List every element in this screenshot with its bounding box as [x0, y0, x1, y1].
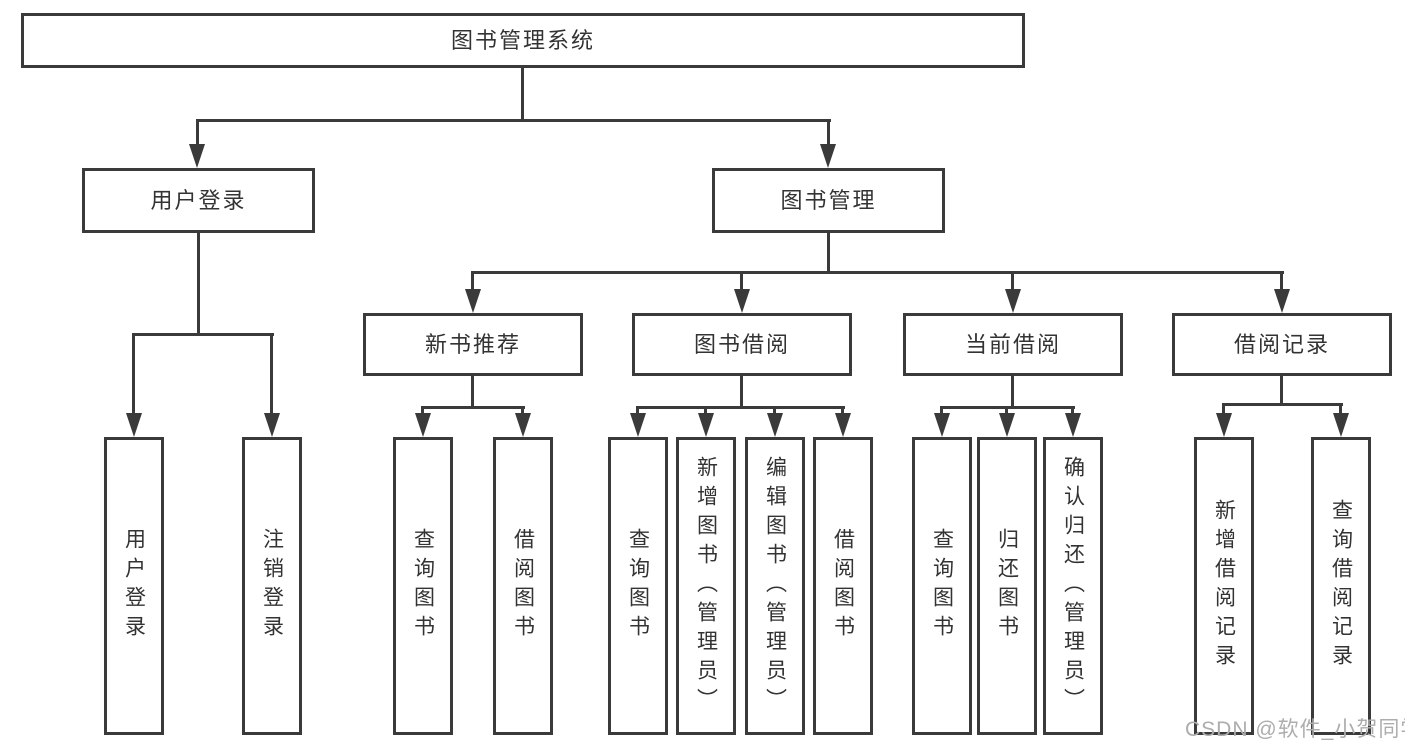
connector-stem-book-borrow [740, 271, 743, 291]
connector-stem-user-login [196, 119, 199, 148]
node-book-management: 图书管理 [712, 168, 945, 233]
connector-book-management-vertical [827, 233, 830, 274]
connector-stem-current-borrow [1011, 271, 1014, 291]
connector-root-vertical [521, 68, 524, 121]
connector-stem [1339, 403, 1342, 416]
leaf-borrow-books: 借阅图书 [813, 437, 873, 735]
arrow-down-icon [465, 289, 481, 313]
leaf-logout: 注销登录 [242, 437, 302, 735]
csdn-watermark: CSDN @软件_小贺同学 [1185, 718, 1405, 741]
leaf-query-books: 查询图书 [608, 437, 668, 735]
arrow-down-icon [734, 289, 750, 313]
connector-user-login-horizontal [132, 333, 274, 336]
connector-level2-horizontal [196, 119, 831, 122]
connector-stem [841, 406, 844, 416]
arrow-down-icon [1065, 413, 1081, 437]
arrow-down-icon [820, 144, 836, 168]
connector-user-login-vertical [197, 233, 200, 336]
arrow-down-icon [415, 413, 431, 437]
node-current-borrow: 当前借阅 [903, 313, 1123, 376]
connector-stem [940, 406, 943, 416]
connector-stem [1071, 406, 1074, 416]
arrow-down-icon [630, 413, 646, 437]
arrow-down-icon [835, 413, 851, 437]
node-library-system: 图书管理系统 [21, 13, 1025, 68]
connector-stem-book-management [827, 119, 830, 148]
connector-stem-leaf-login [132, 333, 135, 413]
leaf-user-login: 用户登录 [104, 437, 164, 735]
connector-stem-borrow-record [1280, 271, 1283, 291]
connector-new-book-vertical [471, 376, 474, 409]
arrow-down-icon [189, 144, 205, 168]
connector-level3-horizontal [471, 271, 1284, 274]
arrow-down-icon [1005, 289, 1021, 313]
leaf-return-books: 归还图书 [977, 437, 1037, 735]
leaf-query-books-recommend: 查询图书 [393, 437, 453, 735]
arrow-down-icon [126, 413, 142, 437]
connector-new-book-horizontal [421, 406, 525, 409]
node-borrow-records: 借阅记录 [1172, 313, 1392, 376]
leaf-edit-books-admin: 编辑图书（管理员） [745, 437, 805, 735]
arrow-down-icon [515, 413, 531, 437]
connector-stem-leaf-logout [270, 333, 273, 413]
leaf-add-borrow-record: 新增借阅记录 [1194, 437, 1254, 735]
arrow-down-icon [264, 413, 280, 437]
arrow-down-icon [934, 413, 950, 437]
connector-stem [773, 406, 776, 416]
arrow-down-icon [698, 413, 714, 437]
connector-stem-new-book [471, 271, 474, 291]
connector-current-borrow-vertical [1011, 376, 1014, 409]
leaf-borrow-books-recommend: 借阅图书 [493, 437, 553, 735]
node-user-login: 用户登录 [82, 168, 315, 233]
arrow-down-icon [1274, 289, 1290, 313]
arrow-down-icon [767, 413, 783, 437]
arrow-down-icon [1333, 413, 1349, 437]
connector-book-borrow-vertical [740, 376, 743, 409]
connector-stem [704, 406, 707, 416]
leaf-add-books-admin: 新增图书（管理员） [676, 437, 736, 735]
connector-borrow-record-vertical [1280, 376, 1283, 406]
node-new-book-recommend: 新书推荐 [363, 313, 583, 376]
leaf-query-borrow-record: 查询借阅记录 [1311, 437, 1371, 735]
connector-stem [1005, 406, 1008, 416]
node-book-borrow: 图书借阅 [632, 313, 852, 376]
leaf-query-books-current: 查询图书 [912, 437, 972, 735]
connector-borrow-record-horizontal [1222, 403, 1343, 406]
connector-stem [421, 406, 424, 416]
connector-stem [521, 406, 524, 416]
arrow-down-icon [999, 413, 1015, 437]
leaf-confirm-return-admin: 确认归还（管理员） [1043, 437, 1103, 735]
connector-stem [636, 406, 639, 416]
connector-stem [1222, 403, 1225, 416]
arrow-down-icon [1216, 413, 1232, 437]
connector-book-borrow-horizontal [636, 406, 845, 409]
